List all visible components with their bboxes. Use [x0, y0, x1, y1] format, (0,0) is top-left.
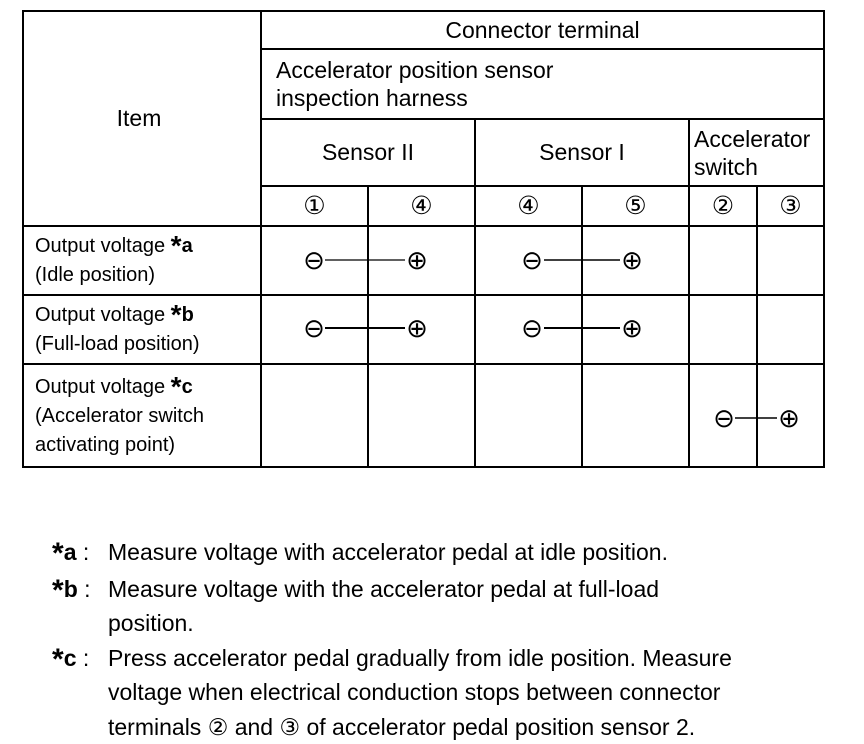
footnote-text: Measure voltage with the accelerator ped… — [108, 575, 660, 602]
table-row: Output voltage *c (Accelerator switch ac… — [22, 363, 825, 468]
row-label-condition: (Full-load position) — [35, 333, 200, 355]
connector-terminal-table: Item Connector terminal Accelerator posi… — [22, 10, 825, 468]
asterisk-icon: * — [170, 370, 182, 402]
note-tag: c — [63, 644, 77, 671]
sensor2-header: Sensor II — [260, 118, 476, 187]
note-separator: : — [77, 575, 91, 602]
table-row: Output voltage *b (Full-load position) — [22, 294, 825, 365]
row-label-condition: (Accelerator switch — [35, 404, 204, 427]
row-label-condition: activating point) — [35, 433, 176, 456]
pin-number: ④ — [474, 185, 583, 227]
note-tag: b — [63, 575, 78, 602]
accelerator-switch-line1: Accelerator — [694, 125, 811, 152]
harness-header-line2: inspection harness — [276, 85, 468, 111]
asterisk-icon: * — [52, 537, 64, 570]
note-separator: : — [76, 644, 90, 671]
row-label: Output voltage *c (Accelerator switch ac… — [22, 363, 262, 468]
note-separator: : — [76, 539, 90, 565]
row-label-text: Output voltage — [35, 304, 171, 326]
item-header: Item — [22, 10, 262, 227]
note-tag: a — [181, 235, 193, 257]
footnote-text: position. — [108, 610, 194, 636]
connector-terminal-label: Connector terminal — [445, 16, 640, 43]
row-label: Output voltage *a (Idle position) — [22, 225, 262, 296]
footnote-text: voltage when electrical conduction stops… — [108, 679, 721, 705]
pin-number: ⑤ — [581, 185, 690, 227]
sensor2-label: Sensor II — [321, 139, 415, 165]
pin-number: ④ — [367, 185, 476, 227]
row-label-text: Output voltage — [35, 375, 171, 398]
accelerator-switch-header: Accelerator switch — [688, 118, 825, 187]
footnote-a: *a : Measure voltage with accelerator pe… — [52, 535, 828, 572]
footnote-text: Press accelerator pedal gradually from i… — [108, 644, 732, 671]
footnote-c: *c : Press accelerator pedal gradually f… — [52, 641, 828, 744]
harness-header: Accelerator position sensor inspection h… — [260, 48, 825, 120]
footnotes: *a : Measure voltage with accelerator pe… — [52, 535, 828, 744]
item-header-label: Item — [116, 105, 162, 131]
row-label-condition: (Idle position) — [35, 264, 156, 286]
note-tag: a — [63, 539, 77, 565]
note-tag: c — [181, 375, 193, 398]
table-row: Output voltage *a (Idle position) — [22, 225, 825, 296]
pin-number: ③ — [756, 185, 825, 227]
footnote-b: *b : Measure voltage with the accelerato… — [52, 572, 828, 641]
asterisk-icon: * — [170, 230, 182, 261]
harness-header-line1: Accelerator position sensor — [276, 57, 554, 83]
note-tag: b — [181, 304, 194, 326]
pin-number: ① — [260, 185, 369, 227]
sensor1-label: Sensor I — [539, 139, 625, 165]
asterisk-icon: * — [52, 642, 64, 676]
footnote-text: terminals ② and ③ of accelerator pedal p… — [108, 713, 696, 740]
pin-number: ② — [688, 185, 758, 227]
asterisk-icon: * — [52, 573, 64, 607]
sensor1-header: Sensor I — [474, 118, 690, 187]
accelerator-switch-line2: switch — [694, 153, 758, 180]
row-label-text: Output voltage — [35, 235, 171, 257]
footnote-text: Measure voltage with accelerator pedal a… — [108, 539, 668, 565]
row-label: Output voltage *b (Full-load position) — [22, 294, 262, 365]
connector-terminal-header: Connector terminal — [260, 10, 825, 50]
asterisk-icon: * — [170, 299, 182, 330]
